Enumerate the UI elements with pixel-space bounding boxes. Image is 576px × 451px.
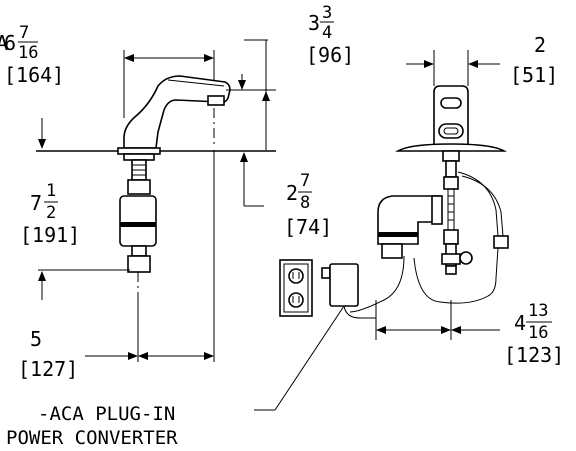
front-flange: [442, 150, 460, 162]
shank-thread: [132, 164, 146, 176]
dim-metric: [164]: [4, 63, 64, 87]
base-gasket: [123, 153, 155, 161]
dim-whole: 6: [4, 31, 16, 55]
dim-denominator: 4: [322, 23, 332, 43]
sensor-window: [440, 97, 462, 109]
wall-outlet-inner: [283, 263, 309, 313]
supply-tube: [447, 189, 455, 230]
dim-numerator: 13: [528, 301, 548, 321]
dim-control-width: 4 13 16 [123]: [504, 301, 564, 367]
dim-metric: [51]: [510, 63, 558, 87]
power-cable-2: [413, 257, 489, 304]
dim-whole: 2: [286, 181, 298, 205]
callout-leader: [274, 305, 345, 411]
aerator: [207, 95, 225, 106]
dim-whole: 3: [308, 11, 320, 35]
power-cable: [349, 255, 405, 313]
dim-whole: 7: [30, 191, 42, 215]
lower-fitting: [131, 245, 147, 257]
dim-base-width: 2 [51]: [510, 33, 558, 87]
edge-letter: A: [0, 31, 8, 55]
dim-body-length: 7 1 2 [191]: [20, 181, 80, 247]
dim-numerator: 1: [46, 181, 56, 201]
control-box-band: [378, 232, 418, 237]
receptacle-bottom: [288, 292, 304, 308]
dim-whole: 4: [514, 311, 526, 335]
adapter-cord: [343, 305, 376, 319]
dim-metric: [127]: [18, 357, 78, 381]
valve-knob: [459, 251, 473, 265]
spout-top-edge: [167, 79, 225, 87]
front-shank: [445, 160, 457, 178]
dim-numerator: 7: [300, 171, 310, 191]
dim-metric: [123]: [504, 343, 564, 367]
housing-band: [120, 222, 156, 227]
receptacle-top: [288, 268, 304, 284]
sensor-cable: [457, 171, 499, 237]
valve-outlet: [445, 265, 457, 275]
cable-down: [487, 247, 499, 297]
valve-nut: [443, 229, 459, 245]
sensor-lens: [443, 127, 459, 135]
outlet-slots: [292, 272, 300, 303]
front-nut: [443, 176, 459, 190]
sensor-eye: [438, 123, 464, 139]
dim-metric: [191]: [20, 223, 80, 247]
spout-body: [123, 75, 231, 149]
adapter-prongs: [321, 267, 331, 279]
sensor-cable-2: [461, 175, 504, 237]
tube-bands: [448, 195, 454, 221]
control-box-end: [431, 195, 443, 225]
cable-connector: [493, 235, 509, 249]
escutcheon-plate: [395, 143, 507, 152]
dim-numerator: 3: [322, 3, 332, 23]
control-box-foot: [381, 243, 403, 259]
inlet-nut: [127, 255, 151, 273]
coupling-nut: [127, 179, 151, 195]
dim-offset-width: 5 [127]: [18, 327, 78, 381]
dim-whole: 2: [534, 33, 546, 57]
dim-whole: 5: [30, 327, 42, 351]
dim-denominator: 16: [528, 323, 548, 343]
plug-in-adapter: [329, 263, 359, 307]
faucet-front-view: [349, 50, 509, 340]
dim-metric: [74]: [284, 215, 332, 239]
dim-spout-height: 3 3 4 [96]: [306, 3, 354, 67]
power-converter-callout: -ACA PLUG-IN POWER CONVERTER: [6, 403, 178, 449]
dim-numerator: 7: [19, 23, 29, 43]
filter-housing: [119, 195, 157, 247]
dim-deck-clearance: 2 7 8 [74]: [284, 171, 332, 239]
dim-denominator: 2: [46, 203, 56, 223]
base-flange: [117, 147, 161, 155]
dim-spout-reach: 6 7 16 [164]: [4, 23, 64, 87]
faucet-side-view: [36, 39, 276, 362]
valve-collar: [441, 253, 461, 265]
callout-line-2: POWER CONVERTER: [6, 427, 178, 449]
callout-line-1: -ACA PLUG-IN: [38, 403, 175, 425]
dim-denominator: 8: [300, 193, 310, 213]
dim-metric: [96]: [306, 43, 354, 67]
power-supply: [254, 259, 376, 411]
dim-denominator: 16: [18, 43, 38, 63]
